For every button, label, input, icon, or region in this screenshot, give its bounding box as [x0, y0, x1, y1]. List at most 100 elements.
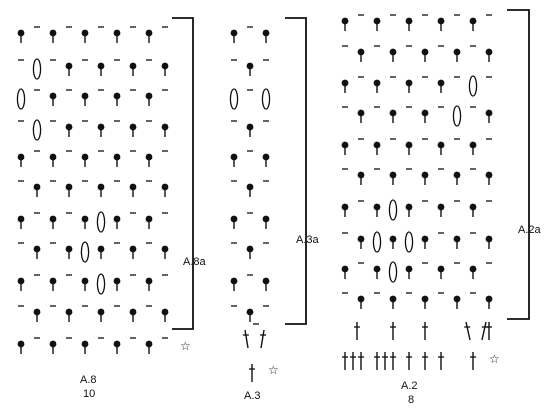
stitch-dot — [357, 171, 365, 185]
stitch-cross — [350, 352, 356, 370]
stitch-dot — [437, 203, 445, 217]
stitch-dot — [113, 92, 121, 106]
stitch-dot — [81, 215, 89, 229]
stitch-cross — [374, 352, 380, 370]
stitch-dot — [145, 153, 153, 167]
repeat-brackets — [172, 9, 530, 330]
stitch-cross — [354, 322, 360, 340]
repeat-label-a8a: A.8a — [183, 256, 206, 268]
chart-a8 — [16, 26, 169, 354]
repeat-bracket — [172, 17, 194, 330]
stitch-oval — [32, 58, 42, 80]
stitch-dot — [81, 277, 89, 291]
cross-stem — [481, 321, 487, 341]
stitch-dot — [453, 295, 461, 309]
cross-stem — [244, 329, 249, 349]
stitch-dot — [373, 17, 381, 31]
stitch-dot — [246, 245, 254, 259]
diagram-name-a8: A.8 — [80, 374, 97, 386]
stitch-dot — [129, 308, 137, 322]
stitch-dot — [485, 48, 493, 62]
stitch-dot — [485, 235, 493, 249]
stitch-dot — [389, 171, 397, 185]
stitch-dot — [246, 123, 254, 137]
repeat-bracket — [285, 17, 307, 325]
stitch-dot — [389, 48, 397, 62]
stitch-dot — [246, 183, 254, 197]
stitch-oval — [452, 105, 462, 127]
stitch-dot — [389, 235, 397, 249]
stitch-cross — [260, 329, 267, 349]
stitch-cross — [249, 364, 255, 382]
stitch-dot — [485, 171, 493, 185]
stitch-dot — [437, 79, 445, 93]
stitch-dot — [129, 245, 137, 259]
stitch-cross — [390, 352, 396, 370]
stitch-dot — [485, 109, 493, 123]
stitch-dot — [97, 123, 105, 137]
star-marker-a8: ☆ — [180, 339, 191, 353]
stitch-cross — [422, 322, 428, 340]
stitch-dot — [405, 265, 413, 279]
stitch-dot — [129, 123, 137, 137]
stitch-dot — [113, 340, 121, 354]
stitch-dot — [97, 245, 105, 259]
stitch-dot — [421, 48, 429, 62]
stitch-dot — [113, 215, 121, 229]
stitch-dot — [469, 141, 477, 155]
stitch-dot — [357, 235, 365, 249]
stitch-dot — [49, 153, 57, 167]
stitch-dot — [262, 29, 270, 43]
stitch-oval — [372, 231, 382, 253]
stitch-dot — [453, 171, 461, 185]
stitch-dot — [230, 29, 238, 43]
stitch-dot — [357, 109, 365, 123]
stitch-dot — [17, 153, 25, 167]
stitch-dot — [145, 277, 153, 291]
stitch-dot — [81, 92, 89, 106]
star-marker-a3: ☆ — [268, 363, 279, 377]
stitch-dot — [389, 295, 397, 309]
stitch-dot — [33, 183, 41, 197]
diagram-name-a3: A.3 — [244, 390, 261, 402]
stitch-dot — [81, 29, 89, 43]
stitch-dot — [49, 277, 57, 291]
stitch-count-a8: 10 — [83, 388, 96, 400]
stitch-dot — [65, 62, 73, 76]
stitch-dot — [113, 29, 121, 43]
stitch-oval — [96, 273, 106, 295]
stitch-dot — [421, 295, 429, 309]
stitch-cross — [464, 321, 471, 341]
stitch-dot — [485, 295, 493, 309]
stitch-dot — [341, 141, 349, 155]
stitch-cross — [406, 352, 412, 370]
stitch-oval — [388, 199, 398, 221]
stitch-cross — [342, 352, 348, 370]
chart-a3 — [229, 26, 271, 382]
stitch-cross — [382, 352, 388, 370]
stitch-dot — [129, 183, 137, 197]
stitch-dot — [341, 17, 349, 31]
stitch-dot — [389, 109, 397, 123]
stitch-dot — [113, 153, 121, 167]
stitch-dot — [145, 215, 153, 229]
bracket-line — [507, 9, 530, 320]
stitch-oval — [388, 261, 398, 283]
stitch-cross — [486, 322, 492, 340]
stitch-oval — [468, 75, 478, 97]
bracket-line — [172, 17, 194, 330]
stitch-dot — [469, 203, 477, 217]
stitch-oval — [96, 211, 106, 233]
stitch-cross — [390, 322, 396, 340]
stitch-dot — [145, 29, 153, 43]
stitch-dot — [49, 340, 57, 354]
stitch-oval — [16, 88, 26, 110]
stitch-dot — [145, 340, 153, 354]
stitch-oval — [261, 88, 271, 110]
stitch-dot — [357, 48, 365, 62]
stitch-oval — [80, 241, 90, 263]
stitch-dot — [161, 62, 169, 76]
stitch-dot — [17, 215, 25, 229]
stitch-dot — [357, 295, 365, 309]
